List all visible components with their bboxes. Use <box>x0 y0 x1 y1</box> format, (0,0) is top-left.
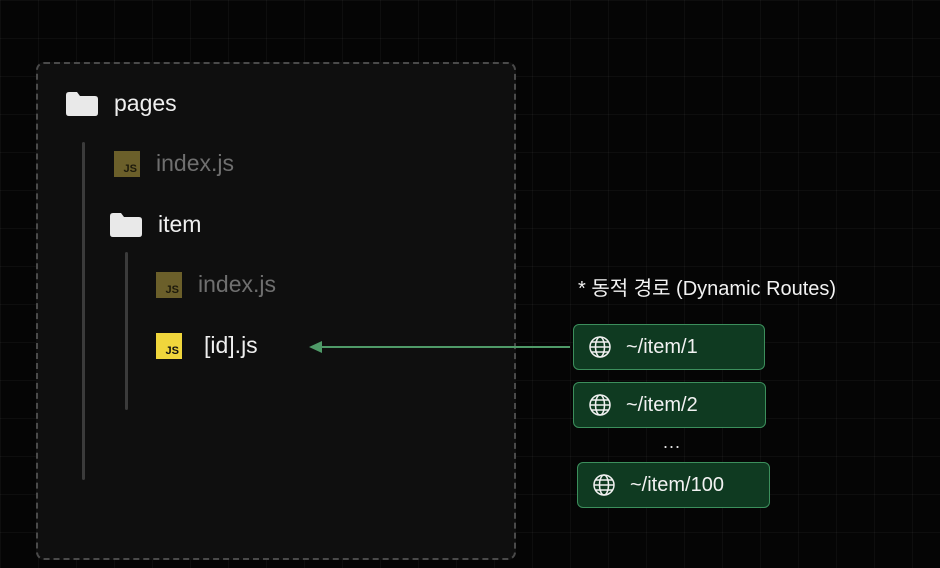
folder-label-pages: pages <box>114 90 177 116</box>
js-file-icon: JS <box>114 150 140 177</box>
route-item-1[interactable]: ~/item/1 <box>573 324 765 370</box>
globe-icon <box>589 394 611 416</box>
file-label-dynamic: [id].js <box>204 332 258 358</box>
folder-pages[interactable]: pages <box>66 90 177 117</box>
file-label-index-item: index.js <box>198 271 276 297</box>
file-tree-panel: pages JS index.js item JS index.js JS [i… <box>36 62 516 560</box>
globe-icon <box>593 474 615 496</box>
dynamic-routes-title: * 동적 경로 (Dynamic Routes) <box>578 278 837 300</box>
route-item-100[interactable]: ~/item/100 <box>577 462 770 508</box>
file-index-js-root[interactable]: JS index.js <box>114 150 234 177</box>
js-badge-text: JS <box>123 162 137 175</box>
tree-guide-line-item <box>125 252 128 410</box>
file-index-js-item[interactable]: JS index.js <box>156 271 276 298</box>
file-label-index-root: index.js <box>156 150 234 176</box>
js-badge-text: JS <box>165 344 179 357</box>
js-file-icon: JS <box>156 271 182 298</box>
route-url: ~/item/2 <box>626 393 698 416</box>
route-item-2[interactable]: ~/item/2 <box>573 382 766 428</box>
route-url: ~/item/1 <box>626 335 698 358</box>
file-dynamic-id-js[interactable]: JS [id].js <box>156 332 258 359</box>
globe-icon <box>589 336 611 358</box>
tree-guide-line-pages <box>82 142 85 480</box>
js-file-icon: JS <box>156 332 182 359</box>
route-url: ~/item/100 <box>630 473 724 496</box>
folder-item[interactable]: item <box>110 211 201 238</box>
routes-ellipsis: ... <box>663 432 682 452</box>
folder-icon <box>66 91 98 116</box>
js-badge-text: JS <box>165 283 179 296</box>
folder-icon <box>110 212 142 237</box>
mapping-arrow <box>309 341 570 353</box>
folder-label-item: item <box>158 211 202 237</box>
